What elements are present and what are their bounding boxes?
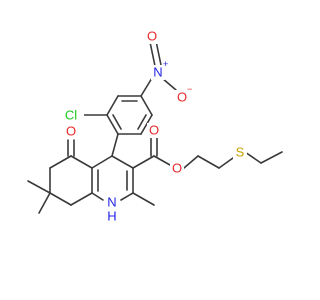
bond — [260, 151, 283, 164]
bond — [106, 114, 119, 135]
bond — [38, 192, 51, 214]
bond — [218, 157, 234, 169]
nitro-nitrogen-atom: N — [153, 65, 162, 80]
bond — [91, 155, 113, 169]
bond — [153, 155, 171, 166]
bond — [27, 180, 51, 194]
bond — [155, 40, 162, 66]
bond — [140, 77, 153, 97]
bond — [244, 151, 262, 164]
bond — [49, 155, 72, 169]
bond — [91, 192, 104, 201]
bond — [197, 155, 220, 169]
atom-labels: Cl N + O O − O O O S N H — [60, 29, 247, 224]
bond — [140, 114, 153, 135]
bond — [120, 192, 134, 201]
ring-nitrogen-hydrogen: H — [107, 209, 116, 224]
bond — [112, 114, 122, 130]
bonds — [27, 40, 283, 214]
ketone-oxygen-atom: O — [66, 124, 76, 139]
bond — [49, 192, 72, 206]
nitro-oxygen-single: O — [177, 90, 187, 105]
bond — [70, 192, 93, 206]
chemical-structure-diagram: Cl N + O O − O O O S N H — [27, 29, 283, 224]
sulfur-atom: S — [236, 145, 245, 160]
chlorine-atom: Cl — [65, 108, 77, 123]
bond — [140, 95, 153, 116]
bond — [111, 155, 134, 169]
nitro-nitrogen-charge: + — [163, 59, 168, 69]
ring-nitrogen-atom: N — [107, 195, 116, 210]
bond — [132, 155, 155, 169]
bond — [183, 155, 199, 169]
nitro-oxygen-charge: − — [187, 84, 192, 94]
bond — [137, 114, 147, 130]
bond — [111, 133, 119, 157]
bond — [132, 192, 155, 206]
nitro-oxygen-double: O — [147, 29, 157, 44]
ester-oxygen-atom: O — [172, 161, 182, 176]
ester-carbonyl-oxygen-atom: O — [149, 123, 159, 138]
bond — [149, 41, 156, 67]
bond — [106, 95, 119, 116]
bond — [70, 155, 93, 169]
